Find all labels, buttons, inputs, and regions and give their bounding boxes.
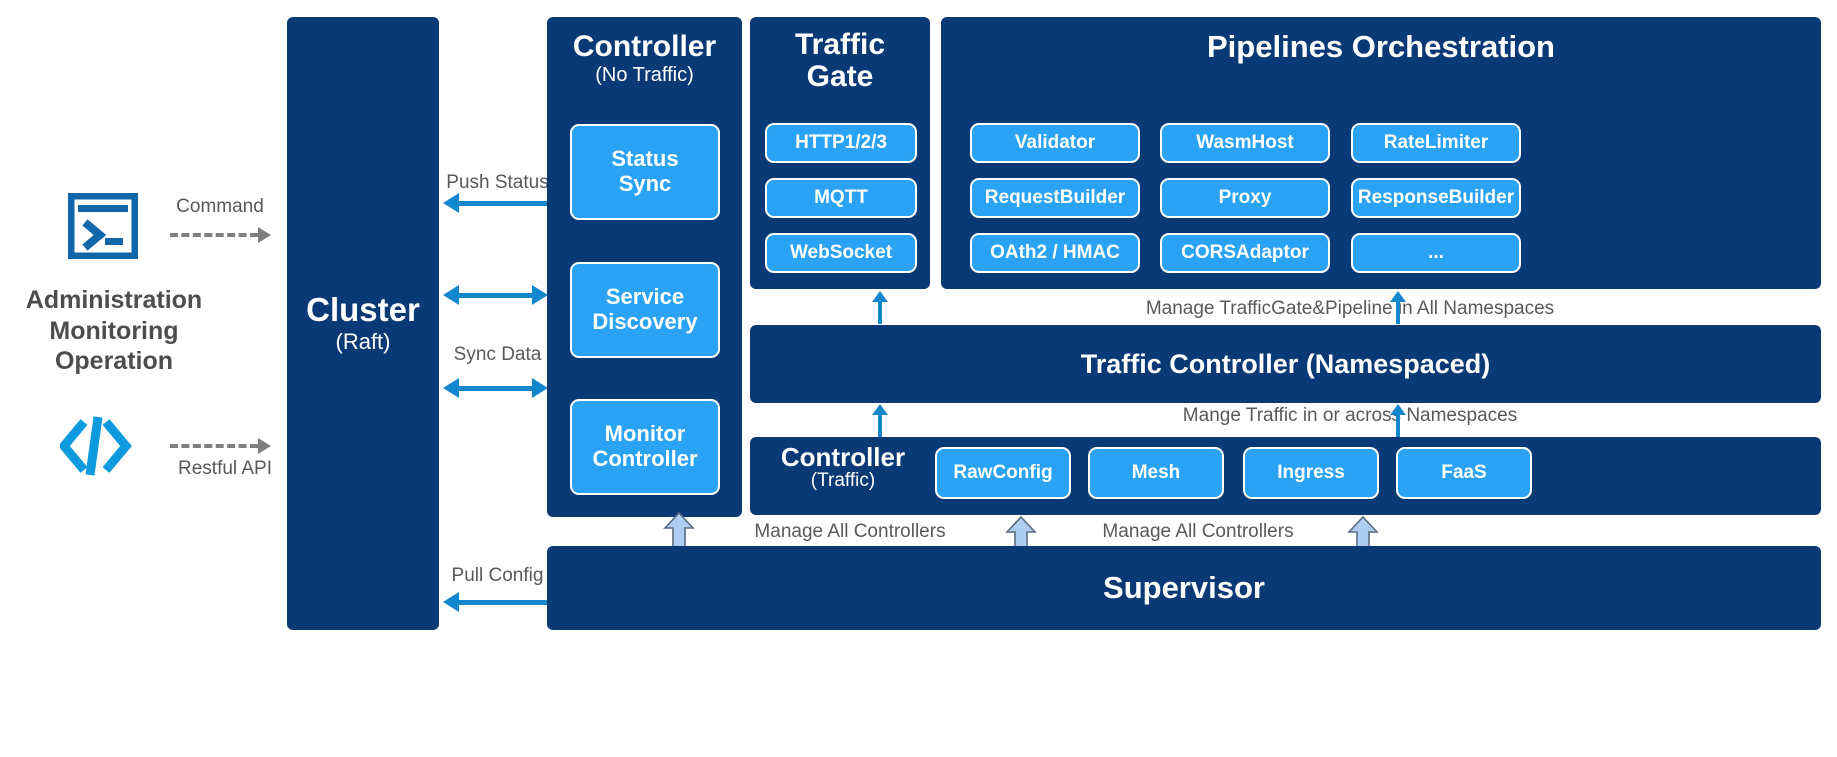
chip-ratelimiter[interactable]: RateLimiter xyxy=(1351,123,1521,163)
pipelines-orchestration-title: Pipelines Orchestration xyxy=(1207,29,1555,64)
sync-data-label: Sync Data xyxy=(453,344,542,365)
chip-ingress[interactable]: Ingress xyxy=(1243,447,1379,499)
supervisor-title: Supervisor xyxy=(1103,569,1265,605)
up-arrow-supervisor-to-controller-no-traffic xyxy=(663,512,695,548)
controller-no-traffic-subtitle: (No Traffic) xyxy=(595,63,694,86)
cluster-subtitle: (Raft) xyxy=(335,328,391,354)
chip-faas[interactable]: FaaS xyxy=(1396,447,1532,499)
restful-api-arrow xyxy=(170,437,275,455)
push-status-label: Push Status xyxy=(446,172,549,193)
chip-status-sync-line2: Sync xyxy=(618,171,672,196)
traffic-gate-title-line1: Traffic xyxy=(794,28,886,61)
chip-mesh[interactable]: Mesh xyxy=(1088,447,1224,499)
chip-monitor-controller-line1: Monitor xyxy=(604,421,686,447)
sync-data-arrow-upper xyxy=(443,285,548,305)
manage-trafficgate-label: Manage TrafficGate&Pipeline in All Names… xyxy=(1145,298,1555,319)
push-status-arrow xyxy=(443,193,548,213)
restful-api-label: Restful API xyxy=(178,458,272,479)
chip-proxy[interactable]: Proxy xyxy=(1160,178,1330,218)
up-arrow-traffic-controller-right xyxy=(1389,404,1407,437)
chip-ellipsis[interactable]: ... xyxy=(1351,233,1521,273)
chip-validator[interactable]: Validator xyxy=(970,123,1140,163)
code-slash-icon xyxy=(60,415,152,477)
traffic-controller-panel[interactable]: Traffic Controller (Namespaced) xyxy=(750,325,1821,403)
chip-monitor-controller[interactable]: Monitor Controller xyxy=(570,399,720,495)
chip-requestbuilder[interactable]: RequestBuilder xyxy=(970,178,1140,218)
controller-traffic-title: Controller xyxy=(780,442,906,472)
left-title-line-1: Administration xyxy=(25,286,203,314)
chip-responsebuilder[interactable]: ResponseBuilder xyxy=(1351,178,1521,218)
pull-config-arrow xyxy=(443,592,548,612)
supervisor-panel[interactable]: Supervisor xyxy=(547,546,1821,630)
chip-rawconfig[interactable]: RawConfig xyxy=(935,447,1071,499)
chip-monitor-controller-line2: Controller xyxy=(592,446,698,471)
left-title-line-2: Monitoring xyxy=(49,316,179,345)
sync-data-arrow-lower xyxy=(443,378,548,398)
up-arrow-traffic-controller-left xyxy=(871,404,889,437)
chip-service-discovery[interactable]: Service Discovery xyxy=(570,262,720,358)
controller-traffic-title-group: Controller (Traffic) xyxy=(763,442,923,492)
command-arrow xyxy=(170,226,275,244)
up-arrow-traffic-gate xyxy=(871,291,889,324)
left-section-title: Administration Monitoring Operation xyxy=(0,285,228,377)
chip-websocket[interactable]: WebSocket xyxy=(765,233,917,273)
traffic-controller-title: Traffic Controller (Namespaced) xyxy=(1080,348,1491,379)
chip-http[interactable]: HTTP1/2/3 xyxy=(765,123,917,163)
pull-config-label: Pull Config xyxy=(451,565,544,586)
chip-status-sync-line1: Status xyxy=(611,146,679,172)
chip-mqtt[interactable]: MQTT xyxy=(765,178,917,218)
manage-all-controllers-left-label: Manage All Controllers xyxy=(754,521,946,542)
controller-no-traffic-title: Controller xyxy=(572,30,717,63)
chip-status-sync[interactable]: Status Sync xyxy=(570,124,720,220)
chip-corsadaptor[interactable]: CORSAdaptor xyxy=(1160,233,1330,273)
left-title-line-3: Operation xyxy=(54,347,174,375)
chip-wasmhost[interactable]: WasmHost xyxy=(1160,123,1330,163)
manage-all-controllers-right-label: Manage All Controllers xyxy=(1102,521,1294,542)
chip-service-discovery-line2: Discovery xyxy=(592,309,698,334)
chip-service-discovery-line1: Service xyxy=(605,284,685,310)
controller-traffic-subtitle: (Traffic) xyxy=(810,470,876,492)
traffic-gate-title-line2: Gate xyxy=(806,59,874,93)
terminal-icon xyxy=(68,193,138,259)
manage-traffic-label: Mange Traffic in or across Namespaces xyxy=(1182,405,1518,426)
cluster-title: Cluster xyxy=(306,291,420,329)
command-label: Command xyxy=(176,196,264,217)
cluster-panel[interactable]: Cluster (Raft) xyxy=(287,17,439,630)
chip-oauth2-hmac[interactable]: OAth2 / HMAC xyxy=(970,233,1140,273)
up-arrow-pipelines xyxy=(1389,291,1407,324)
